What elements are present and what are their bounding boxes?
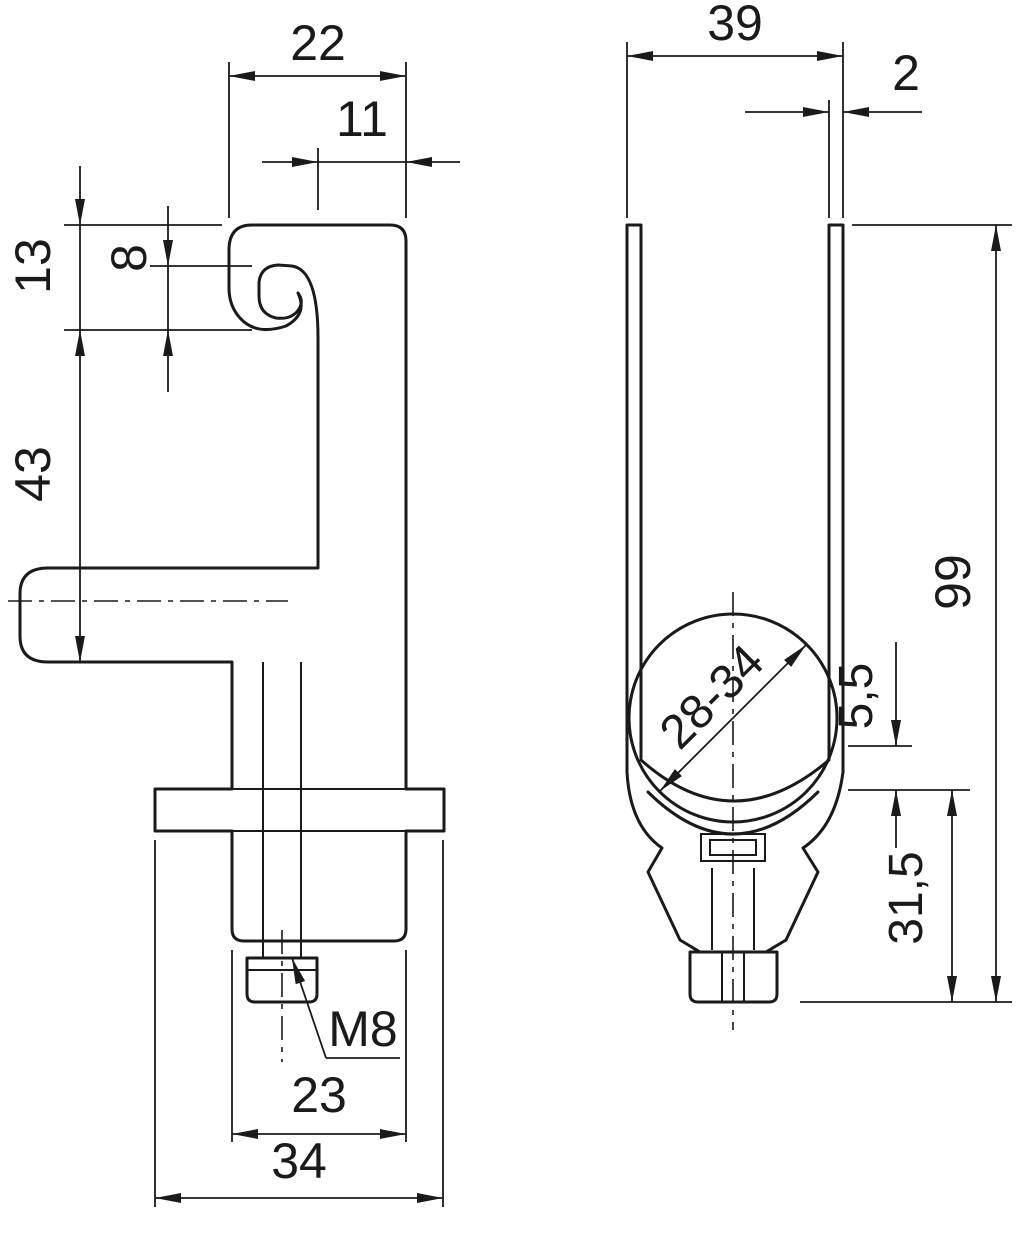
screw-head-front: [688, 950, 779, 1004]
dim-overall-width-front: 39: [626, 0, 844, 218]
dim-top-width-label: 22: [290, 15, 346, 71]
dim-hook-height-label: 13: [5, 238, 61, 294]
thread-callout: M8: [291, 957, 400, 1059]
dim-body-height: 43: [5, 330, 85, 662]
dim-overall-height: 99: [800, 224, 1012, 1003]
dim-lower-height: 31,5: [880, 790, 957, 1002]
dim-clamp-range-label: 28-34: [650, 635, 774, 759]
saddle-rim-inner: [639, 758, 831, 803]
dim-lip-height-label: 8: [101, 244, 157, 272]
dim-body-height-label: 43: [5, 446, 61, 502]
dim-body-width-label: 23: [291, 1067, 347, 1123]
front-view: 39 2 99 28-34 5,5: [625, 0, 1012, 1030]
dim-lip-height: 8: [101, 206, 252, 392]
dim-hook-height: 13: [5, 166, 252, 331]
right-strip: [827, 223, 845, 774]
dim-hook-inner-width: 11: [262, 91, 460, 210]
side-view: 22 11 13 8 43: [5, 15, 460, 1207]
side-profile-outline: [18, 223, 446, 943]
dim-saddle-offset: 5,5: [830, 642, 970, 848]
dim-thickness-label: 2: [892, 45, 920, 101]
left-strip: [625, 223, 643, 774]
dim-overall-width-side-label: 34: [271, 1133, 327, 1189]
dim-hook-inner-width-label: 11: [336, 91, 388, 147]
thread-label: M8: [328, 1001, 397, 1057]
dim-thickness: 2: [745, 45, 922, 218]
screw-head-side: [245, 956, 319, 1004]
dim-lower-height-label: 31,5: [880, 851, 933, 944]
dim-saddle-offset-label: 5,5: [830, 663, 883, 730]
dim-clamp-range: 28-34: [650, 635, 807, 792]
dim-overall-width-front-label: 39: [707, 0, 763, 51]
dim-body-width: 23: [231, 950, 407, 1142]
dim-top-width: 22: [228, 15, 407, 218]
dim-overall-width-side: 34: [154, 840, 444, 1207]
dim-overall-height-label: 99: [925, 554, 981, 610]
